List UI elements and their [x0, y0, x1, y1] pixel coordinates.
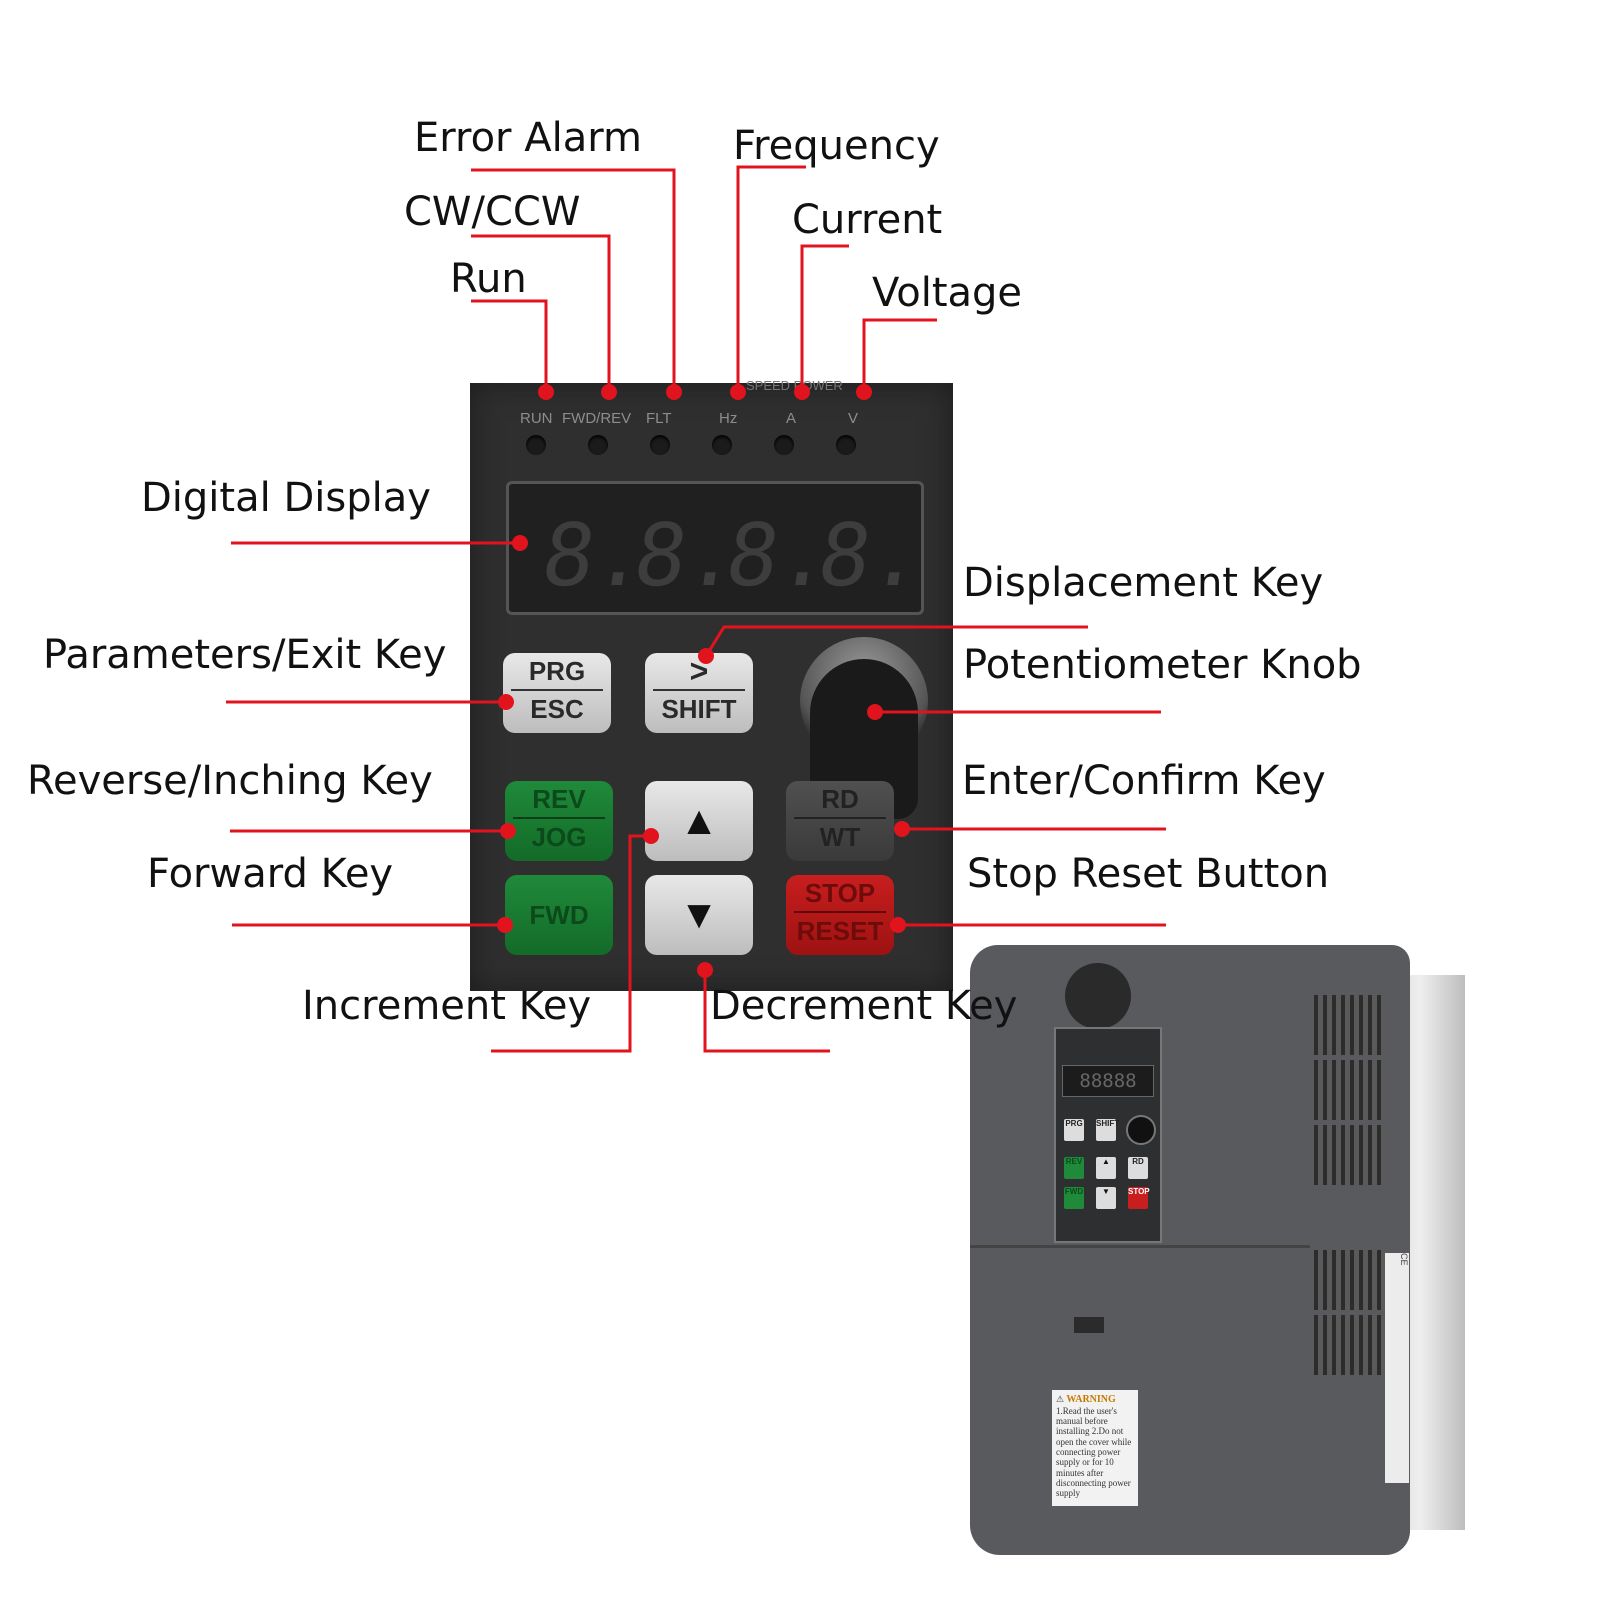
label-stop-reset-button: Stop Reset Button	[967, 851, 1330, 897]
vent-grille	[1314, 1250, 1386, 1310]
label-increment-key: Increment Key	[302, 983, 592, 1029]
display-digit: 8.	[811, 506, 930, 606]
speed-power-label: SPEED POWER	[746, 378, 843, 393]
warning-title: WARNING	[1066, 1394, 1116, 1405]
label-voltage: Voltage	[872, 270, 1023, 316]
vent-grille	[1314, 1315, 1386, 1375]
mini-knob	[1126, 1115, 1156, 1145]
label-run: Run	[450, 256, 527, 302]
cover-slot	[1074, 1317, 1104, 1333]
mini-keypad: 88888 PRG SHIFT REV ▲ RD FWD ▼ STOP	[1054, 1027, 1162, 1243]
mini-prg-key: PRG	[1064, 1119, 1084, 1141]
fwd-key-label: FWD	[529, 900, 589, 930]
inverter-housing: 88888 PRG SHIFT REV ▲ RD FWD ▼ STOP ⚠ WA…	[970, 945, 1410, 1555]
mini-down-key: ▼	[1096, 1187, 1116, 1209]
vent-grille	[1314, 1125, 1386, 1185]
wt-key-label: WT	[819, 822, 861, 852]
label-current: Current	[792, 197, 943, 243]
esc-key-label: ESC	[530, 694, 584, 724]
cover-seam	[970, 1245, 1310, 1248]
warning-label: ⚠ WARNING 1.Read the user's manual befor…	[1052, 1390, 1138, 1506]
led-v	[836, 435, 856, 455]
indicator-label-fwd-rev: FWD/REV	[562, 410, 632, 427]
shift-arrow-icon: >	[689, 653, 709, 689]
down-arrow-icon: ▼	[679, 893, 719, 937]
ce-mark: CE	[1399, 1253, 1409, 1266]
indicator-label-v: V	[848, 410, 859, 427]
vent-grille	[1314, 1060, 1386, 1120]
knob-recess	[1065, 963, 1131, 1029]
prg-esc-key[interactable]: PRG ESC	[503, 653, 611, 733]
stop-reset-key[interactable]: STOP RESET	[786, 875, 894, 955]
indicator-label-run: RUN	[520, 410, 553, 427]
keypad-closeup: SPEED POWER RUN FWD/REV FLT Hz A V 8. 8.…	[470, 378, 953, 991]
rating-sticker: CE	[1385, 1253, 1409, 1483]
mini-shift-key: SHIFT	[1096, 1119, 1119, 1141]
stop-key-label: STOP	[804, 878, 876, 908]
label-parameters-exit-key: Parameters/Exit Key	[43, 632, 447, 678]
indicator-label-flt: FLT	[646, 410, 672, 427]
label-digital-display: Digital Display	[141, 475, 431, 521]
vent-grille	[1314, 995, 1386, 1055]
leader-run	[471, 299, 548, 392]
leader-current	[800, 244, 849, 392]
fwd-key[interactable]: FWD	[505, 875, 613, 955]
mini-rd-key: RD	[1128, 1157, 1148, 1179]
increment-key[interactable]: ▲	[645, 781, 753, 861]
indicator-label-hz: Hz	[719, 410, 738, 427]
jog-key-label: JOG	[531, 822, 587, 852]
decrement-key[interactable]: ▼	[645, 875, 753, 955]
rd-key-label: RD	[821, 784, 859, 814]
shift-key[interactable]: > SHIFT	[645, 653, 753, 733]
warning-triangle-icon: ⚠	[1056, 1394, 1065, 1404]
rev-jog-key[interactable]: REV JOG	[505, 781, 613, 861]
warning-text: 1.Read the user's manual before installi…	[1056, 1405, 1132, 1499]
inverter-device: 88888 PRG SHIFT REV ▲ RD FWD ▼ STOP ⚠ WA…	[970, 945, 1465, 1555]
mini-rev-key: REV	[1064, 1157, 1084, 1179]
shift-key-label: SHIFT	[661, 694, 737, 724]
prg-key-label: PRG	[528, 656, 586, 686]
label-frequency: Frequency	[733, 123, 940, 169]
label-enter-confirm-key: Enter/Confirm Key	[962, 758, 1326, 804]
mini-display: 88888	[1062, 1065, 1154, 1097]
rd-wt-key[interactable]: RD WT	[786, 781, 894, 861]
digital-display: 8. 8. 8. 8.	[506, 481, 930, 615]
mini-stop-key: STOP	[1128, 1187, 1150, 1209]
mini-fwd-key: FWD	[1064, 1187, 1084, 1209]
label-reverse-inching-key: Reverse/Inching Key	[27, 758, 433, 804]
reset-key-label: RESET	[796, 916, 884, 946]
led-fwd-rev	[588, 435, 608, 455]
led-hz	[712, 435, 732, 455]
label-potentiometer-knob: Potentiometer Knob	[963, 642, 1362, 688]
label-cw-ccw: CW/CCW	[404, 189, 581, 235]
led-flt	[650, 435, 670, 455]
mini-up-key: ▲	[1096, 1157, 1116, 1179]
leader-voltage	[862, 318, 937, 392]
up-arrow-icon: ▲	[679, 799, 719, 843]
label-forward-key: Forward Key	[147, 851, 394, 897]
led-a	[774, 435, 794, 455]
rev-key-label: REV	[532, 784, 586, 814]
led-run	[526, 435, 546, 455]
label-error-alarm: Error Alarm	[414, 115, 642, 161]
label-decrement-key: Decrement Key	[710, 983, 1018, 1029]
indicator-label-a: A	[786, 410, 797, 427]
label-displacement-key: Displacement Key	[963, 560, 1324, 606]
